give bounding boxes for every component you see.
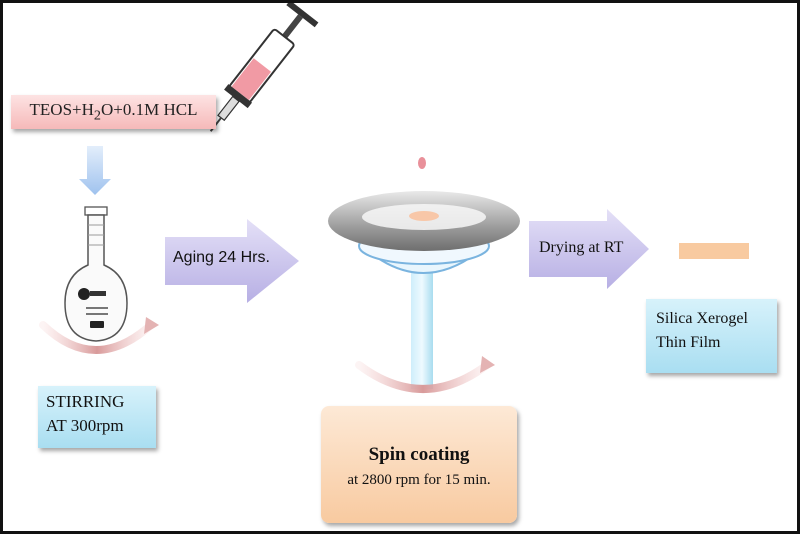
stirring-line-1: STIRRING <box>46 392 125 411</box>
reagent-text: TEOS+H2O+0.1M HCL <box>29 99 198 124</box>
spin-coating-title: Spin coating <box>368 444 470 465</box>
product-box: Silica Xerogel Thin Film <box>646 299 777 373</box>
droplet-icon <box>418 157 426 169</box>
drying-arrow <box>529 209 649 289</box>
stirring-line-2: AT 300rpm <box>46 416 124 435</box>
flask-icon <box>64 206 128 342</box>
drying-label: Drying at RT <box>539 239 624 256</box>
spin-coating-subtitle: at 2800 rpm for 15 min. <box>347 472 491 488</box>
product-line-2: Thin Film <box>656 334 721 351</box>
reagent-box: TEOS+H2O+0.1M HCL <box>11 95 216 129</box>
aging-label: Aging 24 Hrs. <box>173 249 270 266</box>
product-line-1: Silica Xerogel <box>656 310 748 327</box>
aging-arrow <box>165 219 299 303</box>
diagram-artwork <box>39 3 749 393</box>
rotation-arrow-icon <box>39 317 159 354</box>
rotation-arrow-icon <box>355 356 495 393</box>
stirring-box: STIRRING AT 300rpm <box>38 386 156 448</box>
syringe-icon <box>209 3 319 132</box>
spin-coating-box: Spin coating at 2800 rpm for 15 min. <box>321 406 517 523</box>
spin-coater-icon <box>328 191 520 389</box>
down-arrow-icon <box>79 146 111 195</box>
thin-film-sample <box>679 243 749 259</box>
